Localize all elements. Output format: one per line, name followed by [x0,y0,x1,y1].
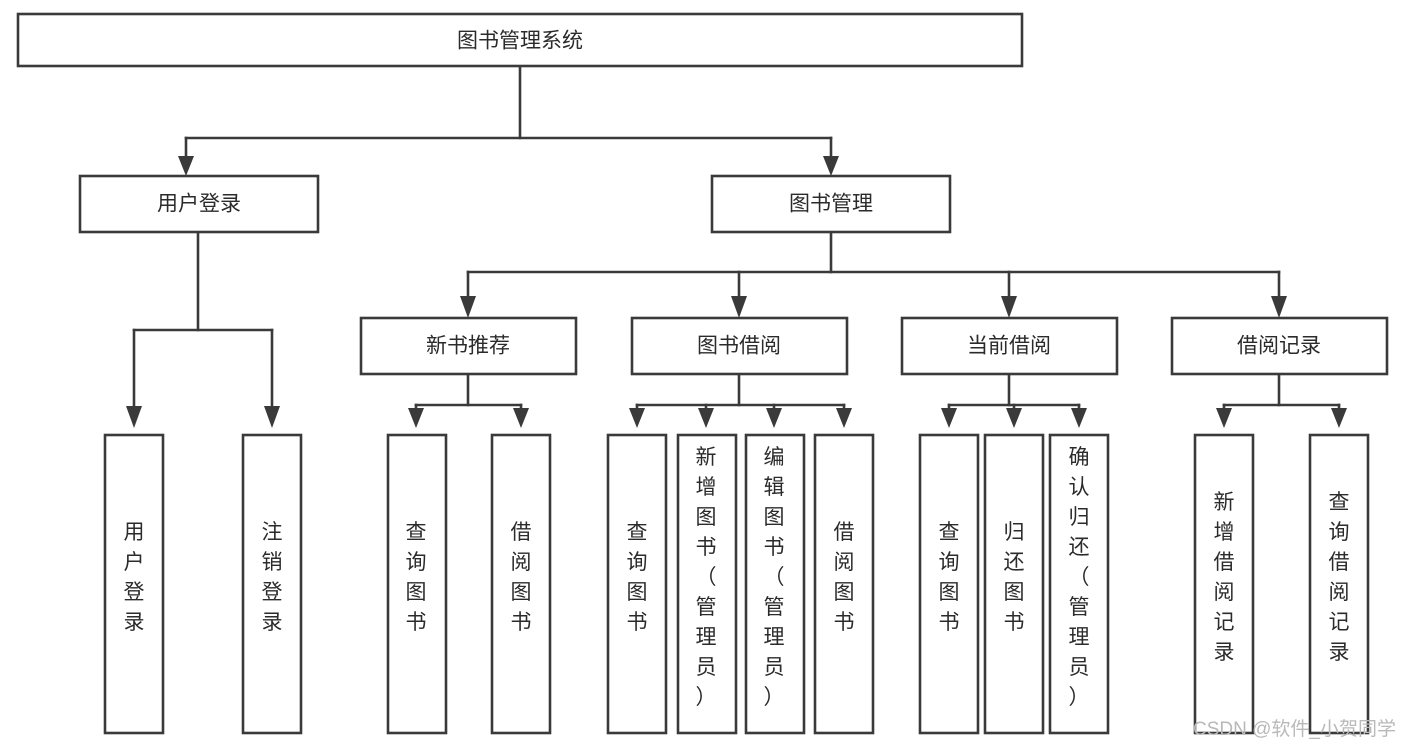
node-leaf-user-login-label: 用户登录 [124,521,145,634]
arrow-head-user-login [178,156,194,176]
node-current-borrow-rect[interactable] [900,316,1119,376]
node-leaf-add-book-admin-label: 新增图书（管理员） [696,446,717,709]
node-book-management[interactable]: 图书管理 [710,174,952,234]
node-leaf-add-borrow-record[interactable]: 新增借阅记录 [1193,433,1255,735]
node-leaf-borrow-book-2-rect[interactable] [813,433,875,735]
node-new-book-recommend-rect[interactable] [359,316,578,376]
node-leaf-logout-login-rect[interactable] [241,433,303,735]
arrow-head-leaf-borrow-book-2 [836,408,852,428]
arrow-head-leaf-confirm-return-admin [1071,408,1087,428]
arrow-head-leaf-borrow-book-1 [513,408,529,428]
node-leaf-query-book-1[interactable]: 查询图书 [386,433,448,735]
node-leaf-user-login-rect[interactable] [103,433,165,735]
arrow-head-borrow-record [1271,296,1287,318]
node-leaf-add-book-admin[interactable]: 新增图书（管理员） [676,433,738,735]
node-leaf-logout-login[interactable]: 注销登录 [241,433,303,735]
node-new-book-recommend[interactable]: 新书推荐 [359,316,578,376]
node-root-rect[interactable] [16,12,1024,68]
arrow-head-leaf-logout-login [264,406,280,428]
node-leaf-borrow-book-1-rect[interactable] [490,433,552,735]
node-leaf-query-borrow-record[interactable]: 查询借阅记录 [1308,433,1370,735]
node-user-login[interactable]: 用户登录 [78,174,320,234]
node-leaf-confirm-return-admin-rect[interactable] [1048,433,1110,735]
node-root-label: 图书管理系统 [457,30,583,53]
node-current-borrow[interactable]: 当前借阅 [900,316,1119,376]
node-leaf-return-book[interactable]: 归还图书 [983,433,1045,735]
arrow-head-new-book-recommend [460,296,476,318]
node-borrow-record-rect[interactable] [1170,316,1389,376]
node-leaf-user-login[interactable]: 用户登录 [103,433,165,735]
node-leaf-query-book-2-label: 查询图书 [627,521,648,634]
arrow-head-leaf-query-book-1 [408,408,424,428]
node-leaf-edit-book-admin-label: 编辑图书（管理员） [764,446,785,709]
node-user-login-label: 用户登录 [157,193,241,216]
arrow-head-leaf-return-book [1006,408,1022,428]
node-leaf-query-book-1-rect[interactable] [386,433,448,735]
node-leaf-add-borrow-record-rect[interactable] [1193,433,1255,735]
node-new-book-recommend-label: 新书推荐 [426,335,510,358]
node-leaf-borrow-book-2-label: 借阅图书 [834,521,855,634]
node-current-borrow-label: 当前借阅 [967,335,1051,358]
connector-group [126,64,1347,428]
node-leaf-return-book-rect[interactable] [983,433,1045,735]
node-book-management-rect[interactable] [710,174,952,234]
node-leaf-confirm-return-admin[interactable]: 确认归还（管理员） [1048,433,1110,735]
node-leaf-query-book-3-rect[interactable] [918,433,980,735]
arrow-head-leaf-query-book-2 [629,408,645,428]
node-leaf-edit-book-admin[interactable]: 编辑图书（管理员） [744,433,806,735]
arrow-head-leaf-query-borrow-record [1331,408,1347,428]
node-root[interactable]: 图书管理系统 [16,12,1024,68]
node-borrow-record-label: 借阅记录 [1237,335,1321,358]
node-book-management-label: 图书管理 [789,193,873,216]
node-leaf-query-book-3[interactable]: 查询图书 [918,433,980,735]
node-leaf-edit-book-admin-rect[interactable] [744,433,806,735]
node-leaf-add-borrow-record-label: 新增借阅记录 [1214,491,1235,664]
node-leaf-query-book-1-label: 查询图书 [406,521,427,634]
arrow-head-leaf-add-book-admin [698,408,714,428]
csdn-watermark: CSDN @软件_小贺同学 [1193,718,1396,740]
arrow-head-book-borrow [731,296,747,318]
node-leaf-borrow-book-2[interactable]: 借阅图书 [813,433,875,735]
node-leaf-borrow-book-1[interactable]: 借阅图书 [490,433,552,735]
node-leaf-return-book-label: 归还图书 [1004,521,1025,634]
node-leaf-query-borrow-record-rect[interactable] [1308,433,1370,735]
node-book-borrow-label: 图书借阅 [697,335,781,358]
node-user-login-rect[interactable] [78,174,320,234]
node-book-borrow[interactable]: 图书借阅 [630,316,849,376]
arrow-head-leaf-add-borrow-record [1216,408,1232,428]
node-leaf-query-borrow-record-label: 查询借阅记录 [1329,491,1350,664]
node-leaf-logout-login-label: 注销登录 [262,521,283,634]
node-leaf-confirm-return-admin-label: 确认归还（管理员） [1069,446,1090,709]
node-leaf-query-book-2[interactable]: 查询图书 [606,433,668,735]
arrow-head-current-borrow [1001,296,1017,318]
node-leaf-query-book-2-rect[interactable] [606,433,668,735]
arrow-head-leaf-user-login [126,406,142,428]
arrow-head-book-management [823,156,839,176]
node-leaf-add-book-admin-rect[interactable] [676,433,738,735]
node-borrow-record[interactable]: 借阅记录 [1170,316,1389,376]
arrow-head-leaf-query-book-3 [941,408,957,428]
node-leaf-borrow-book-1-label: 借阅图书 [511,521,532,634]
node-leaf-query-book-3-label: 查询图书 [939,521,960,634]
arrow-head-leaf-edit-book-admin [766,408,782,428]
node-book-borrow-rect[interactable] [630,316,849,376]
